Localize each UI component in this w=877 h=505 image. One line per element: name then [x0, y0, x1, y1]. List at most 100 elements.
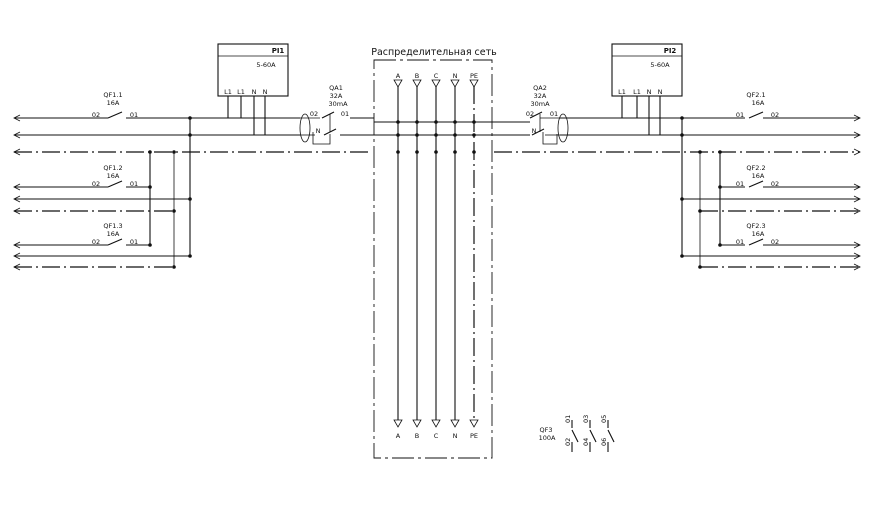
bus-label-top-c: C — [434, 72, 439, 80]
qf3-pole-blade-0 — [571, 429, 579, 443]
breaker-qf1-1-t2: 01 — [130, 111, 138, 119]
qf3-bottom-term-0: 02 — [564, 438, 572, 446]
junction-dot-13 — [698, 150, 702, 154]
breaker-qf1-1-id: QF1.1 — [103, 91, 122, 99]
breaker-qf1-1-t1: 02 — [92, 111, 100, 119]
rcd-qa2-ct-ring — [557, 113, 569, 143]
breaker-qf2-1-t2: 02 — [771, 111, 779, 119]
arrow-right-6 — [853, 241, 861, 249]
panel-pi1-term-2: L1 — [237, 88, 245, 96]
bus-arrow-bottom-c — [431, 419, 441, 428]
bus-label-top-a: A — [396, 72, 401, 80]
rcd-qa1-in-term: 02 — [310, 110, 318, 118]
panel-pi1-box — [217, 43, 289, 97]
breaker-qf2-2-t1: 01 — [736, 180, 744, 188]
arrow-right-1 — [853, 131, 861, 139]
breaker-qf2-3-current: 16A — [752, 230, 765, 238]
panel-pi2-rating: 5-60A — [650, 61, 670, 69]
breaker-qf1-2: QF1.2 16A 02 01 — [92, 164, 138, 188]
junction-dot-20 — [396, 120, 400, 124]
breaker-qf1-2-t1: 02 — [92, 180, 100, 188]
rcd-qa1-id: QA1 — [329, 84, 343, 92]
bus-label-top-b: B — [415, 72, 419, 80]
bus-arrow-top-c — [431, 79, 441, 88]
junction-dot-5 — [188, 197, 192, 201]
qf3-top-term-2: 05 — [600, 415, 608, 423]
qf3-bottom-term-2: 06 — [600, 438, 608, 446]
arrow-left-3 — [13, 183, 21, 191]
arrow-right-4 — [853, 195, 861, 203]
panel-pi1: PI1 5-60A L1 L1 N N — [217, 43, 289, 97]
junction-dot-22 — [434, 120, 438, 124]
qf3-pole-blade-2 — [607, 429, 615, 443]
arrow-left-4 — [13, 195, 21, 203]
rcd-qa1-n-term: N — [316, 127, 321, 135]
bus-arrow-top-pe — [469, 79, 479, 88]
breaker-qf1-2-t2: 01 — [130, 180, 138, 188]
bus-label-top-n: N — [453, 72, 458, 80]
junction-dot-9 — [172, 265, 176, 269]
bus-label-bottom-n: N — [453, 432, 458, 440]
bus-label-bottom-c: C — [434, 432, 439, 440]
junction-dot-26 — [415, 133, 419, 137]
arrow-right-0 — [853, 114, 861, 122]
bus-lines — [393, 79, 479, 428]
qf3-pole-blade-1 — [589, 429, 597, 443]
left-wiring — [14, 96, 372, 268]
rcd-qa2-current: 32A — [534, 92, 547, 100]
junction-dot-15 — [680, 197, 684, 201]
bus-arrow-bottom-b — [412, 419, 422, 428]
bus-arrow-top-a — [393, 79, 403, 88]
arrow-left-8 — [13, 263, 21, 271]
panel-pi1-term-1: L1 — [224, 88, 232, 96]
breaker-qf2-1: QF2.1 16A 01 02 — [736, 91, 779, 119]
junction-dot-14 — [718, 185, 722, 189]
arrow-right-8 — [853, 263, 861, 271]
junction-dot-21 — [415, 120, 419, 124]
bus-arrow-bottom-pe — [469, 419, 479, 428]
arrow-right-7 — [853, 252, 861, 260]
rcd-qa1-leak: 30mA — [328, 100, 348, 108]
network-frame — [373, 59, 493, 459]
line-arrows — [13, 114, 861, 271]
panel-pi2-term-2: L1 — [633, 88, 641, 96]
qf3-top-term-0: 01 — [564, 415, 572, 423]
panel-pi2-term-1: L1 — [618, 88, 626, 96]
breaker-qf2-2-id: QF2.2 — [746, 164, 765, 172]
junction-dot-28 — [453, 133, 457, 137]
junction-dot-24 — [472, 120, 476, 124]
bus-label-bottom-b: B — [415, 432, 419, 440]
rcd-qa1-current: 32A — [330, 92, 343, 100]
panel-pi2-box — [611, 43, 683, 97]
junction-dot-0 — [188, 116, 192, 120]
junction-dot-12 — [718, 150, 722, 154]
breaker-qf1-2-id: QF1.2 — [103, 164, 122, 172]
junction-dot-4 — [148, 185, 152, 189]
junction-dot-34 — [472, 150, 476, 154]
main-breaker-qf3-current: 100A — [539, 434, 556, 442]
arrow-right-5 — [853, 207, 861, 215]
bus-arrow-top-b — [412, 79, 422, 88]
rcd-qa2-leak: 30mA — [530, 100, 550, 108]
junction-dot-7 — [148, 243, 152, 247]
panel-pi1-term-4: N — [263, 88, 268, 96]
junction-dot-29 — [472, 133, 476, 137]
breaker-qf1-2-current: 16A — [107, 172, 120, 180]
breaker-qf2-3: QF2.3 16A 01 02 — [736, 222, 779, 246]
breaker-qf1-1-current: 16A — [107, 99, 120, 107]
panel-pi2-term-3: N — [647, 88, 652, 96]
breaker-qf1-3-t2: 01 — [130, 238, 138, 246]
junction-dot-1 — [188, 133, 192, 137]
breaker-qf1-3-current: 16A — [107, 230, 120, 238]
breaker-qf2-1-current: 16A — [752, 99, 765, 107]
junction-dot-11 — [680, 133, 684, 137]
junction-dot-8 — [188, 254, 192, 258]
junction-dot-25 — [396, 133, 400, 137]
junction-dot-30 — [396, 150, 400, 154]
network-label: Распределительная сеть — [371, 47, 497, 58]
junction-dot-16 — [698, 209, 702, 213]
breaker-qf1-1: QF1.1 16A 02 01 — [92, 91, 138, 119]
right-wiring — [494, 96, 860, 268]
